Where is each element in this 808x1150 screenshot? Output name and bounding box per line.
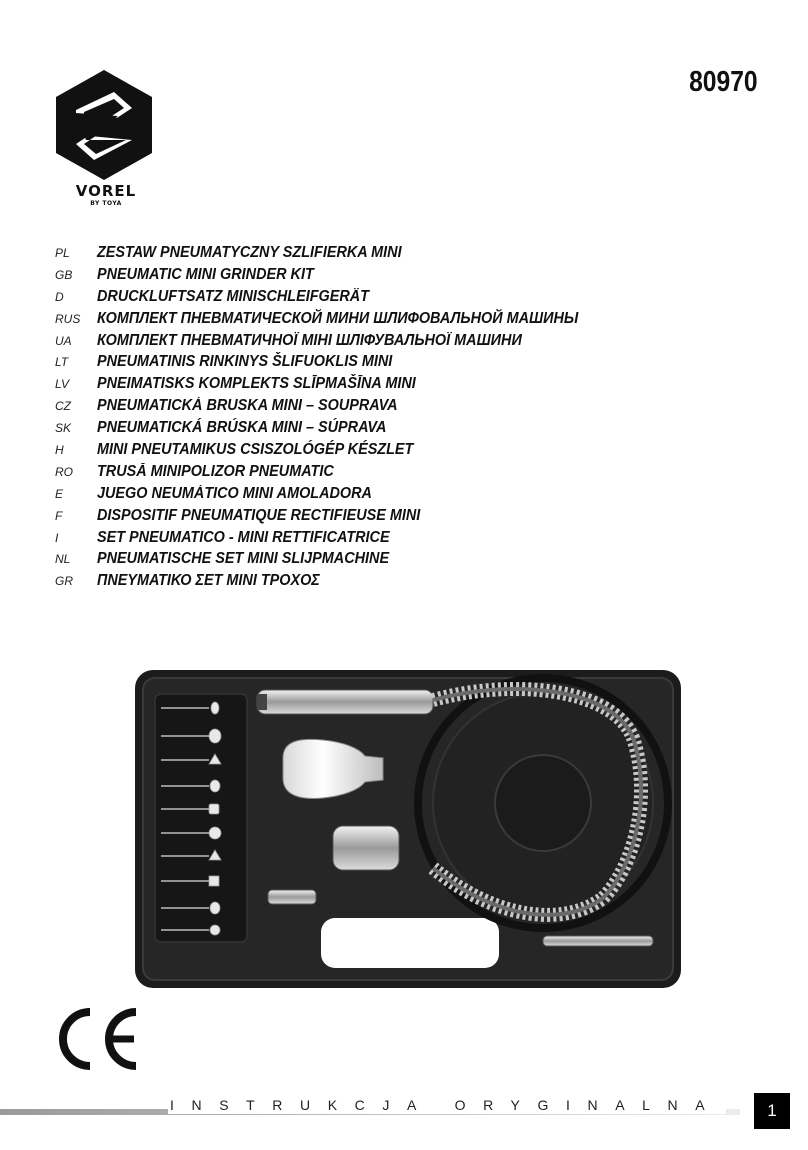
language-code: GB bbox=[55, 267, 73, 282]
language-code: LT bbox=[55, 355, 69, 370]
title-row: GB PNEUMATIC MINI GRINDER KIT bbox=[55, 264, 615, 286]
language-code: SK bbox=[55, 421, 72, 436]
language-code: UA bbox=[55, 333, 72, 348]
title-row: F DISPOSITIF PNEUMATIQUE RECTIFIEUSE MINI bbox=[55, 505, 615, 527]
title-row: H MINI PNEUTAMIKUS CSISZOLÓGÉP KÉSZLET bbox=[55, 439, 615, 461]
product-title: PNEIMATISKS KOMPLEKTS SLĪPMAŠĪNA MINI bbox=[97, 375, 416, 393]
title-list: PL ZESTAW PNEUMATYCZNY SZLIFIERKA MINI GB… bbox=[55, 242, 615, 592]
language-code: GR bbox=[55, 574, 73, 589]
footer-caption: INSTRUKCJA ORYGINALNA bbox=[168, 1096, 727, 1114]
product-title: PNEUMATIC MINI GRINDER KIT bbox=[97, 265, 314, 283]
brand-subtitle: BY TOYA bbox=[90, 200, 122, 207]
brand-name: VOREL bbox=[75, 182, 137, 200]
product-title: КОМПЛЕКТ ПНЕВМАТИЧЕСКОЙ МИНИ ШЛИФОВАЛЬНО… bbox=[97, 309, 579, 327]
title-row: UA КОМПЛЕКТ ПНЕВМАТИЧНОЇ МІНІ ШЛІФУВАЛЬНО… bbox=[55, 330, 615, 352]
product-title: MINI PNEUTAMIKUS CSISZOLÓGÉP KÉSZLET bbox=[97, 440, 414, 458]
language-code: RUS bbox=[55, 311, 81, 326]
product-title: ZESTAW PNEUMATYCZNY SZLIFIERKA MINI bbox=[97, 243, 402, 261]
language-code: H bbox=[55, 442, 64, 457]
title-row: PL ZESTAW PNEUMATYCZNY SZLIFIERKA MINI bbox=[55, 242, 615, 264]
title-row: LT PNEUMATINIS RINKINYS ŠLIFUOKLIS MINI bbox=[55, 351, 615, 373]
page-number: 1 bbox=[754, 1093, 790, 1129]
product-title: PNEUMATICKÁ BRUSKA MINI – SOUPRAVA bbox=[97, 397, 398, 415]
product-photo bbox=[133, 668, 683, 990]
product-title: JUEGO NEUMÁTICO MINI AMOLADORA bbox=[97, 484, 372, 502]
product-title: КОМПЛЕКТ ПНЕВМАТИЧНОЇ МІНІ ШЛІФУВАЛЬНОЇ … bbox=[97, 331, 522, 349]
title-row: LV PNEIMATISKS KOMPLEKTS SLĪPMAŠĪNA MINI bbox=[55, 373, 615, 395]
ce-mark-icon bbox=[54, 1008, 140, 1070]
language-code: I bbox=[55, 530, 59, 545]
title-row: CZ PNEUMATICKÁ BRUSKA MINI – SOUPRAVA bbox=[55, 395, 615, 417]
product-title: SET PNEUMATICO - MINI RETTIFICATRICE bbox=[97, 528, 390, 546]
product-title: TRUSĂ MINIPOLIZOR PNEUMATIC bbox=[97, 462, 334, 480]
title-row: GR ΠΝΕΥΜΑΤΙΚΟ ΣΕΤ ΜΙΝΙ ΤΡΟΧΟΣ bbox=[55, 570, 615, 592]
language-code: LV bbox=[55, 377, 70, 392]
product-title: PNEUMATICKÁ BRÚSKA MINI – SÚPRAVA bbox=[97, 419, 387, 437]
product-title: ΠΝΕΥΜΑΤΙΚΟ ΣΕΤ ΜΙΝΙ ΤΡΟΧΟΣ bbox=[97, 572, 320, 590]
language-code: PL bbox=[55, 245, 70, 260]
product-title: PNEUMATISCHE SET MINI SLIJPMACHINE bbox=[97, 550, 390, 568]
title-row: I SET PNEUMATICO - MINI RETTIFICATRICE bbox=[55, 527, 615, 549]
title-row: NL PNEUMATISCHE SET MINI SLIJPMACHINE bbox=[55, 548, 615, 570]
language-code: NL bbox=[55, 552, 71, 567]
language-code: E bbox=[55, 486, 64, 501]
vorel-logo bbox=[54, 70, 154, 215]
title-row: RUS КОМПЛЕКТ ПНЕВМАТИЧЕСКОЙ МИНИ ШЛИФОВАЛ… bbox=[55, 308, 615, 330]
language-code: F bbox=[55, 508, 63, 523]
product-title: PNEUMATINIS RINKINYS ŠLIFUOKLIS MINI bbox=[97, 353, 393, 371]
product-title: DISPOSITIF PNEUMATIQUE RECTIFIEUSE MINI bbox=[97, 506, 421, 524]
title-row: D DRUCKLUFTSATZ MINISCHLEIFGERÄT bbox=[55, 286, 615, 308]
title-row: RO TRUSĂ MINIPOLIZOR PNEUMATIC bbox=[55, 461, 615, 483]
language-code: D bbox=[55, 289, 64, 304]
product-title: DRUCKLUFTSATZ MINISCHLEIFGERÄT bbox=[97, 287, 369, 305]
title-row: E JUEGO NEUMÁTICO MINI AMOLADORA bbox=[55, 483, 615, 505]
language-code: CZ bbox=[55, 399, 71, 414]
model-number: 80970 bbox=[689, 66, 758, 98]
language-code: RO bbox=[55, 464, 73, 479]
title-row: SK PNEUMATICKÁ BRÚSKA MINI – SÚPRAVA bbox=[55, 417, 615, 439]
